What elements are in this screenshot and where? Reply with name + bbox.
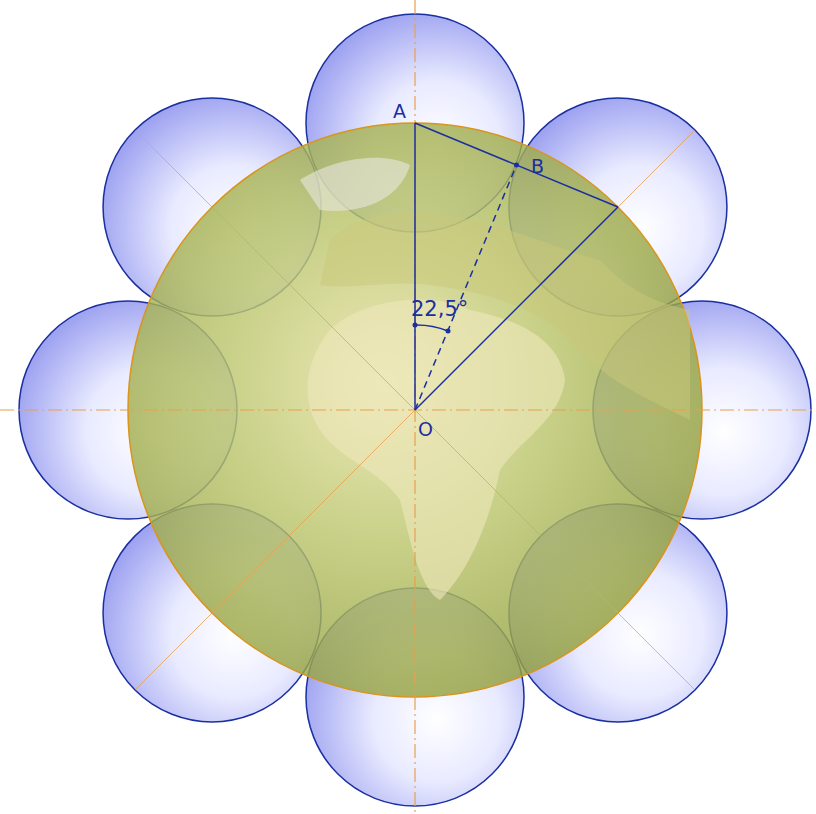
arc-end <box>413 323 418 328</box>
point-b <box>514 163 519 168</box>
axis-line <box>414 0 415 814</box>
point-label: A <box>393 102 406 121</box>
point-label: B <box>531 157 544 176</box>
radius-line <box>414 123 416 410</box>
angle-label: 22,5° <box>411 299 468 320</box>
axis-line <box>0 409 816 410</box>
point-label: O <box>418 420 433 439</box>
coverage-circles <box>19 14 811 806</box>
bisector-line <box>415 165 516 410</box>
chord-line <box>415 123 618 207</box>
africa-shape <box>308 300 565 600</box>
scandinavia-shape <box>300 158 410 211</box>
eurasia-shape <box>320 212 690 420</box>
angle-arc <box>415 325 448 331</box>
arc-end <box>446 329 451 334</box>
